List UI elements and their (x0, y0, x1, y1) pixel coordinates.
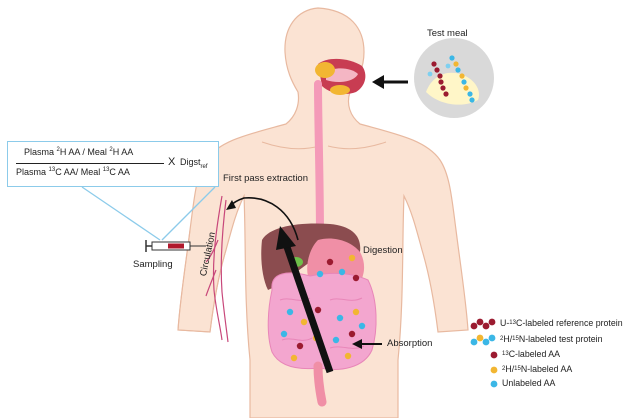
legend-unlabeled-aa: Unlabeled AA (502, 378, 555, 388)
legend-text: N-labeled test protein (518, 334, 603, 344)
arrow-first-pass (276, 226, 334, 374)
formula-text: Digst (180, 157, 201, 167)
label-sampling: Sampling (133, 259, 173, 270)
formula-connector (81, 186, 216, 241)
esophagus (314, 80, 324, 244)
formula-sub: ref (200, 163, 208, 170)
formula-sup: 13 (102, 167, 110, 173)
rectum (313, 361, 327, 407)
formula-text: H AA (112, 147, 134, 157)
legend-text: Unlabeled AA (502, 378, 556, 388)
formula-text: C AA (109, 167, 130, 177)
formula-denominator: Plasma 13C AA/ Meal 13C AA (16, 167, 130, 177)
formula-text: Plasma (24, 147, 57, 157)
legend-text: N-labeled AA (520, 364, 573, 374)
label-first-pass: First pass extraction (223, 173, 308, 184)
legend-text: C-labeled reference protein (515, 318, 623, 328)
formula-sup: 13 (48, 167, 56, 173)
formula-times: X (168, 156, 176, 168)
arrow-absorption (352, 339, 382, 349)
test-meal-plate (414, 38, 494, 118)
syringe-icon (145, 240, 206, 252)
label-digestion: Digestion (363, 245, 403, 256)
formula-text: Plasma (16, 167, 49, 177)
formula-box: Plasma 2H AA / Meal 2H AA Plasma 13C AA/… (7, 141, 219, 187)
oral-cavity (315, 58, 366, 95)
arrow-to-circulation (226, 197, 299, 241)
formula-sup: 2 (109, 147, 113, 153)
label-absorption: Absorption (387, 338, 433, 349)
formula-text: H AA / Meal (59, 147, 110, 157)
legend-icons (470, 318, 498, 388)
formula-text: C AA/ Meal (55, 167, 103, 177)
legend-text: H/ (503, 334, 513, 344)
arm-vessels (205, 195, 229, 343)
formula-numerator: Plasma 2H AA / Meal 2H AA (24, 147, 133, 157)
arrow-meal-to-mouth (372, 75, 408, 89)
fraction-bar (16, 163, 164, 164)
legend-text: C-labeled AA (508, 349, 561, 359)
formula-digest: Digstref (180, 157, 208, 170)
intestines (267, 272, 377, 370)
legend-text: U- (500, 318, 510, 328)
label-test-meal: Test meal (427, 28, 468, 39)
formula-sup: 2 (56, 147, 60, 153)
legend-text: H/ (505, 364, 515, 374)
